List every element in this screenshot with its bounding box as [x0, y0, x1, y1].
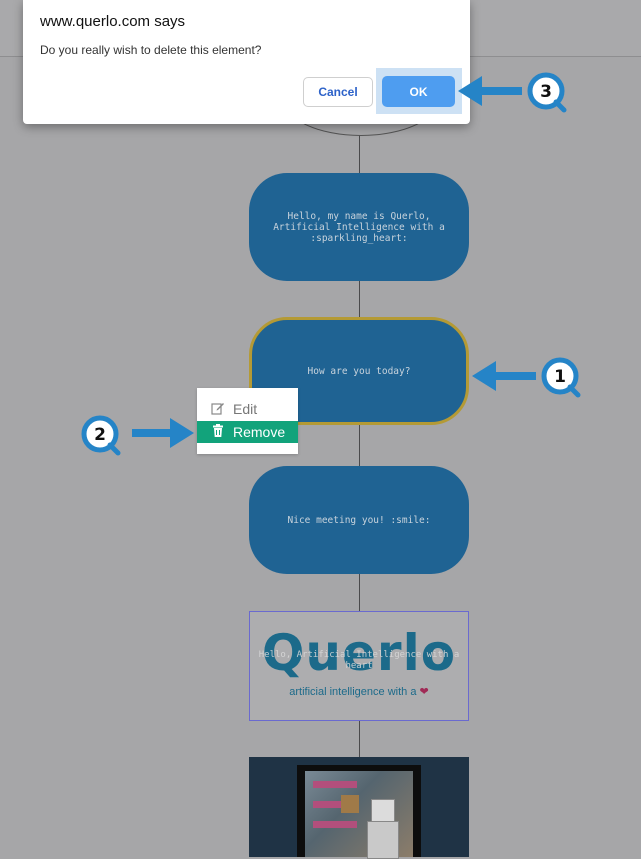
- context-menu-remove-label: Remove: [233, 424, 286, 440]
- gif-chat-bubble: [313, 801, 357, 808]
- context-menu-remove[interactable]: Remove: [197, 421, 298, 443]
- arrow-left-icon: [458, 76, 522, 106]
- context-menu-edit[interactable]: Edit: [197, 398, 298, 420]
- step-badge-number: 2: [94, 425, 106, 445]
- flow-node-text: How are you today?: [307, 365, 411, 377]
- pencil-icon: [207, 401, 229, 418]
- node-context-menu: Edit Remove: [197, 388, 298, 454]
- querlo-logo: Querlo: [261, 624, 457, 682]
- flow-node-text: Hello, my name is Querlo, Artificial Int…: [273, 210, 445, 244]
- gif-chat-bubble: [313, 821, 357, 828]
- flow-gif-node[interactable]: [249, 757, 469, 859]
- step-badge-3: 3: [527, 72, 567, 113]
- step-badge-number: 3: [540, 82, 552, 102]
- dialog-title: www.querlo.com says: [40, 13, 186, 30]
- arrow-right-icon: [132, 418, 194, 448]
- gif-chat-bubble: [313, 781, 357, 788]
- flow-image-node[interactable]: Querlo Hello, Artificial Intelligence wi…: [249, 611, 469, 721]
- flow-node-reply[interactable]: Nice meeting you! :smile:: [249, 466, 469, 574]
- ok-button[interactable]: OK: [382, 76, 455, 107]
- gif-image: [305, 771, 413, 859]
- step-badge-2: 2: [81, 415, 121, 456]
- context-menu-edit-label: Edit: [233, 401, 258, 417]
- trash-icon: [207, 424, 229, 440]
- arrow-left-icon: [472, 361, 536, 391]
- image-overlay-text: Hello, Artificial Intelligence with a he…: [258, 650, 460, 671]
- gif-cardboard-box: [341, 795, 359, 813]
- flow-connector-line: [359, 56, 360, 842]
- gif-preview: [297, 765, 421, 859]
- step-badge-number: 1: [554, 367, 566, 387]
- tagline-text: artificial intelligence with a: [289, 686, 417, 698]
- flow-node-text: Nice meeting you! :smile:: [287, 514, 431, 526]
- step-badge-1: 1: [541, 357, 581, 398]
- flow-node-greeting[interactable]: Hello, my name is Querlo, Artificial Int…: [249, 173, 469, 281]
- gif-robot-body: [367, 821, 399, 859]
- logo-tagline: artificial intelligence with a ❤: [250, 685, 468, 698]
- heart-icon: ❤: [419, 686, 429, 698]
- cancel-button[interactable]: Cancel: [303, 77, 373, 107]
- gif-robot-head: [371, 799, 395, 823]
- dialog-message: Do you really wish to delete this elemen…: [40, 43, 262, 57]
